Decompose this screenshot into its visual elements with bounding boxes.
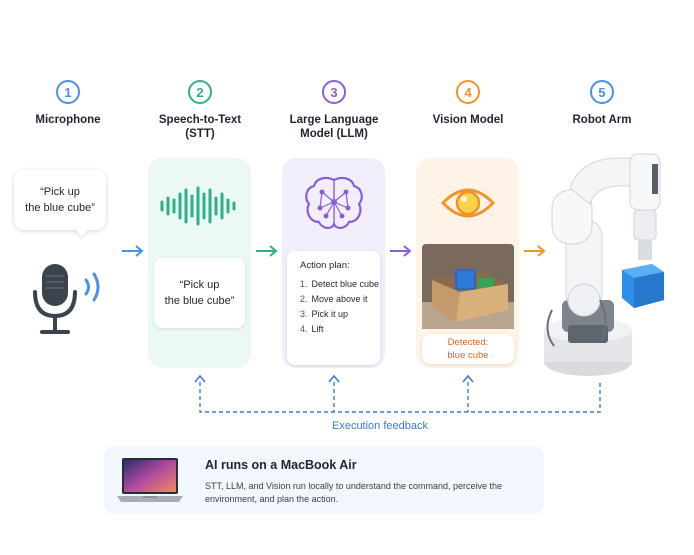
step-5-number: 5 (590, 80, 614, 104)
execution-feedback-label: Execution feedback (331, 420, 428, 432)
action-plan-item: 3.Pick it up (300, 309, 349, 319)
step-2-number: 2 (188, 80, 212, 104)
step-4-number: 4 (456, 80, 480, 104)
execution-feedback-loop (194, 374, 601, 413)
step-5-title: Robot Arm (572, 114, 632, 126)
step-2-title: Speech-to-Text (STT) (158, 114, 242, 140)
macbook-description: STT, LLM, and Vision run locally to unde… (205, 481, 502, 504)
arrow-vision-to-robot (524, 245, 546, 257)
brain-icon (305, 176, 363, 229)
arrow-stt-to-llm (256, 245, 278, 257)
arrow-llm-to-vision (390, 245, 412, 257)
action-plan-title: Action plan: (300, 260, 350, 271)
step-1-number: 1 (56, 80, 80, 104)
microphone-icon (33, 264, 100, 334)
action-plan-item: 4.Lift (300, 324, 324, 334)
eye-icon (440, 188, 496, 218)
detection-result-text: Detected: blue cube (447, 337, 489, 361)
speech-bubble-text: “Pick up the blue cube” (25, 186, 95, 214)
detection-result-card: Detected: blue cube (422, 334, 514, 364)
sound-wave-icon (160, 186, 236, 226)
action-plan-item: 2.Move above it (300, 294, 368, 304)
step-1-title: Microphone (35, 114, 101, 126)
camera-view-image (422, 244, 514, 329)
stt-output-card: “Pick up the blue cube” (154, 258, 245, 328)
robot-arm-image (544, 153, 664, 376)
macbook-title: AI runs on a MacBook Air (205, 458, 357, 472)
action-plan-card: Action plan: 1.Detect blue cube 2.Move a… (287, 251, 380, 365)
arrow-mic-to-stt (122, 245, 144, 257)
action-plan-item: 1.Detect blue cube (300, 279, 380, 289)
speech-bubble-tail (74, 228, 90, 237)
step-3-number: 3 (322, 80, 346, 104)
speech-bubble: “Pick up the blue cube” (14, 170, 106, 230)
laptop-icon (117, 458, 183, 502)
step-3-title: Large Language Model (LLM) (289, 114, 379, 140)
stt-output-text: “Pick up the blue cube” (164, 279, 235, 307)
step-4-title: Vision Model (432, 114, 504, 126)
